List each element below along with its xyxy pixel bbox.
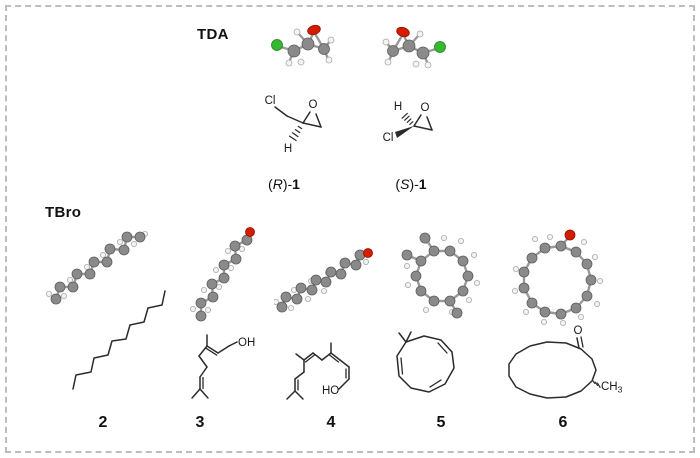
skeletal-structure-3: OH: [191, 334, 255, 399]
carbon-atoms: [518, 240, 597, 320]
bonds: [199, 230, 252, 318]
oxygen-atom: [363, 248, 373, 258]
cl-label: Cl: [265, 95, 276, 107]
carbon-atoms: [195, 234, 253, 322]
ch3-main: CH: [601, 381, 618, 393]
skeletal-structure-5: [396, 331, 455, 393]
ballstick-model-2: [46, 231, 149, 305]
macrocycle-ring: [508, 341, 597, 399]
oxygen-atom: [396, 26, 410, 38]
chlorine-atom: [434, 41, 446, 53]
oh-label: OH: [238, 337, 255, 349]
alkane-chain: [72, 290, 166, 390]
ballstick-model-3: [190, 227, 255, 322]
compound-number-3: 3: [195, 414, 205, 431]
caption-s1: (S)-1: [379, 176, 443, 192]
skeletal-structure-r1: Cl O H: [265, 95, 322, 155]
macrocycle-ring: [396, 335, 455, 393]
h-label: H: [284, 143, 292, 155]
carbon-atoms: [50, 231, 146, 305]
caption-r1: (R)-1: [252, 176, 316, 192]
skeletal-structure-s1: H Cl O: [383, 101, 433, 144]
caption-stereo-r: R: [272, 176, 283, 192]
hydrogen-atoms: [285, 28, 335, 67]
compound-number-2: 2: [98, 414, 108, 431]
heavy-atoms: [387, 26, 446, 60]
caption-stereo-s: S: [400, 176, 410, 192]
caption-close: )-: [409, 176, 419, 192]
oxygen-atom: [307, 24, 321, 36]
ballstick-model-5: [401, 232, 481, 319]
ch3-label: CH3: [601, 381, 622, 395]
ketone-double-bond: [576, 336, 584, 349]
caption-open: (: [268, 176, 273, 192]
ketone-o-label: O: [574, 325, 583, 337]
heavy-atoms: [271, 24, 330, 58]
hydrogen-atoms: [190, 245, 246, 314]
hydrogen-atoms: [511, 233, 604, 327]
cl-label: Cl: [383, 132, 394, 144]
skeletal-structure-2: [72, 290, 166, 390]
caption-number: 1: [418, 176, 427, 192]
ho-label: HO: [322, 385, 339, 397]
hydrogen-atoms: [382, 30, 432, 69]
skeletal-structure-4: HO: [286, 342, 350, 400]
caption-close: )-: [282, 176, 293, 192]
hashed-wedge-to-h: [288, 125, 303, 142]
section-label-tbro: TBro: [45, 204, 82, 221]
caption-number: 1: [292, 176, 300, 192]
h-label: H: [394, 101, 402, 113]
compound-number-5: 5: [436, 414, 446, 431]
ballstick-model-s1: [382, 26, 446, 69]
compound-number-4: 4: [326, 414, 336, 431]
ballstick-model-r1: [271, 24, 335, 67]
ch3-subscript: 3: [618, 385, 622, 395]
chlorine-atom: [271, 39, 283, 51]
carbon-atoms: [401, 232, 474, 319]
oxygen-atom: [564, 229, 576, 241]
bold-wedge-to-cl: [395, 126, 414, 138]
section-label-tda: TDA: [197, 26, 229, 43]
compound-number-6: 6: [558, 414, 568, 431]
epoxide-o-label: O: [421, 102, 430, 114]
skeletal-structure-6: O CH3: [508, 325, 622, 399]
epoxide-o-label: O: [309, 99, 318, 111]
caption-open: (: [395, 176, 401, 192]
oxygen-atom: [245, 227, 255, 237]
ballstick-model-4: [274, 248, 373, 313]
carbon-atoms: [276, 249, 366, 313]
ballstick-model-6: [511, 229, 604, 327]
hashed-wedge-to-ch3: [592, 380, 601, 389]
hashed-wedge-to-h: [401, 112, 414, 126]
